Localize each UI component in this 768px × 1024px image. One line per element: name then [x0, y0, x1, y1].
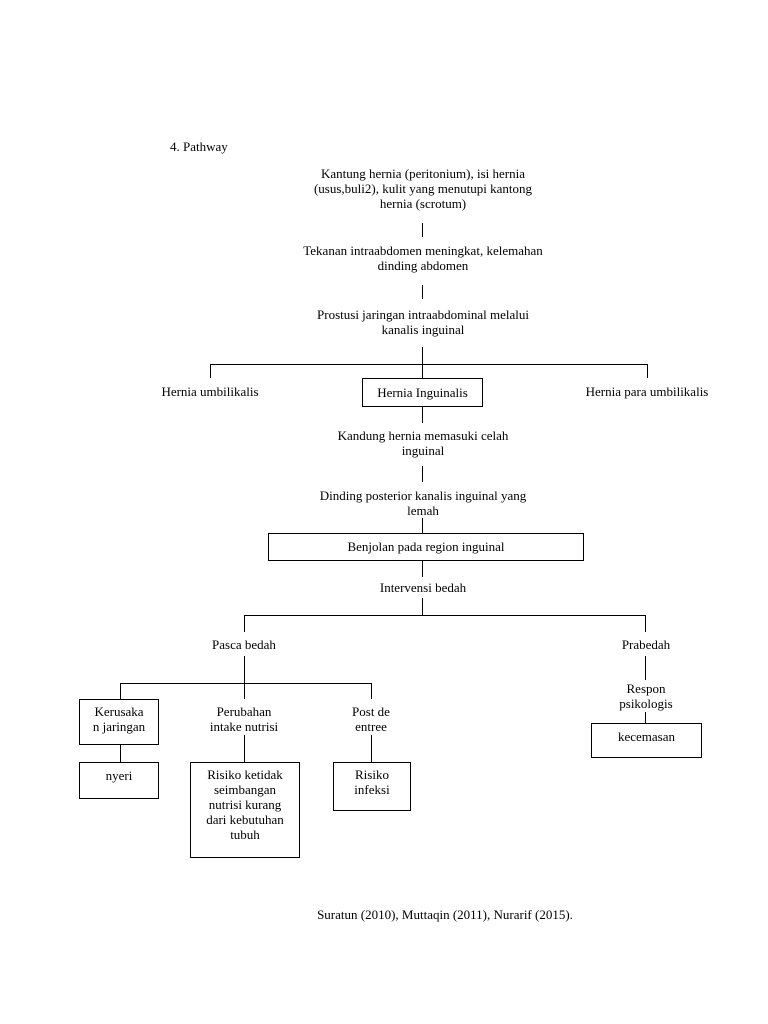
node-kerusakan-jaringan-box: Kerusaka n jaringan — [79, 699, 159, 745]
connector — [120, 683, 121, 699]
connector — [422, 407, 423, 423]
node-line: Post de — [352, 704, 390, 719]
node-perubahan-intake: Perubahan intake nutrisi — [184, 704, 304, 734]
connector — [422, 223, 423, 237]
connector — [371, 683, 372, 699]
node-post-de-entree: Post de entree — [331, 704, 411, 734]
node-line: Kantung hernia (peritonium), isi hernia — [321, 166, 525, 181]
branch-line — [120, 683, 372, 684]
node-intervensi-bedah: Intervensi bedah — [379, 580, 467, 595]
connector — [244, 735, 245, 762]
node-line: Dinding posterior kanalis inguinal yang — [319, 488, 527, 503]
node-hernia-umbilikalis: Hernia umbilikalis — [161, 384, 259, 399]
node-line: Prostusi jaringan intraabdominal melalui — [317, 307, 529, 322]
node-line: n jaringan — [92, 719, 146, 734]
node-nyeri: nyeri — [105, 768, 133, 783]
node-line: entree — [355, 719, 387, 734]
connector — [422, 561, 423, 577]
connector — [422, 518, 423, 533]
node-line: hernia (scrotum) — [379, 196, 467, 211]
node-kecemasan-box: kecemasan — [591, 723, 702, 758]
node-line: nutrisi kurang — [208, 797, 282, 812]
node-benjolan-box: Benjolan pada region inguinal — [268, 533, 584, 561]
node-kecemasan: kecemasan — [617, 729, 676, 744]
node-pasca-bedah: Pasca bedah — [212, 637, 276, 652]
citation: Suratun (2010), Muttaqin (2011), Nurarif… — [317, 907, 573, 922]
node-line: psikologis — [619, 696, 673, 711]
node-line: intake nutrisi — [209, 719, 279, 734]
node-dinding-posterior: Dinding posterior kanalis inguinal yang … — [292, 488, 554, 518]
connector — [645, 712, 646, 723]
connector — [244, 656, 245, 683]
node-line: (usus,buli2), kulit yang menutupi kanton… — [313, 181, 533, 196]
node-line: lemah — [407, 503, 439, 518]
node-line: dari kebutuhan — [206, 812, 284, 827]
branch-line — [244, 615, 646, 616]
node-risiko-infeksi: Risiko infeksi — [334, 767, 410, 797]
node-line: seimbangan — [213, 782, 277, 797]
connector — [422, 347, 423, 364]
connector — [422, 466, 423, 482]
node-line: Perubahan — [216, 704, 272, 719]
node-line: Risiko — [355, 767, 389, 782]
node-line: tubuh — [230, 827, 260, 842]
node-prostusi-jaringan: Prostusi jaringan intraabdominal melalui… — [292, 307, 554, 337]
connector — [244, 615, 245, 632]
node-nyeri-box: nyeri — [79, 762, 159, 799]
node-line: Risiko ketidak — [207, 767, 283, 782]
node-respon-psikologis: Respon psikologis — [596, 681, 696, 711]
node-kerusakan-jaringan: Kerusaka n jaringan — [80, 704, 158, 734]
branch-line — [210, 364, 648, 365]
connector — [371, 735, 372, 762]
node-line: Tekanan intraabdomen meningkat, kelemaha… — [303, 243, 543, 258]
connector — [244, 683, 245, 699]
node-tekanan-intraabdomen: Tekanan intraabdomen meningkat, kelemaha… — [282, 243, 564, 273]
node-hernia-inguinalis: Hernia Inguinalis — [377, 385, 468, 400]
node-risiko-nutrisi: Risiko ketidak seimbangan nutrisi kurang… — [191, 767, 299, 842]
node-kantung-hernia: Kantung hernia (peritonium), isi hernia … — [292, 166, 554, 211]
connector — [647, 364, 648, 378]
connector — [645, 615, 646, 632]
node-risiko-nutrisi-box: Risiko ketidak seimbangan nutrisi kurang… — [190, 762, 300, 858]
node-risiko-infeksi-box: Risiko infeksi — [333, 762, 411, 811]
node-prabedah: Prabedah — [621, 637, 671, 652]
node-line: Kerusaka — [94, 704, 144, 719]
node-line: infeksi — [354, 782, 390, 797]
node-line: dinding abdomen — [377, 258, 469, 273]
connector — [422, 285, 423, 299]
node-line: kanalis inguinal — [381, 322, 465, 337]
connector — [120, 745, 121, 762]
connector — [645, 656, 646, 680]
node-kandung-hernia: Kandung hernia memasuki celah inguinal — [302, 428, 544, 458]
node-hernia-inguinalis-box: Hernia Inguinalis — [362, 378, 483, 407]
connector — [210, 364, 211, 378]
node-line: inguinal — [401, 443, 445, 458]
connector — [422, 364, 423, 378]
node-line: Respon — [626, 681, 666, 696]
node-line: Kandung hernia memasuki celah — [337, 428, 509, 443]
section-heading: 4. Pathway — [170, 139, 228, 154]
node-hernia-para-umbilikalis: Hernia para umbilikalis — [585, 384, 709, 399]
node-benjolan: Benjolan pada region inguinal — [347, 539, 505, 554]
connector — [422, 598, 423, 615]
